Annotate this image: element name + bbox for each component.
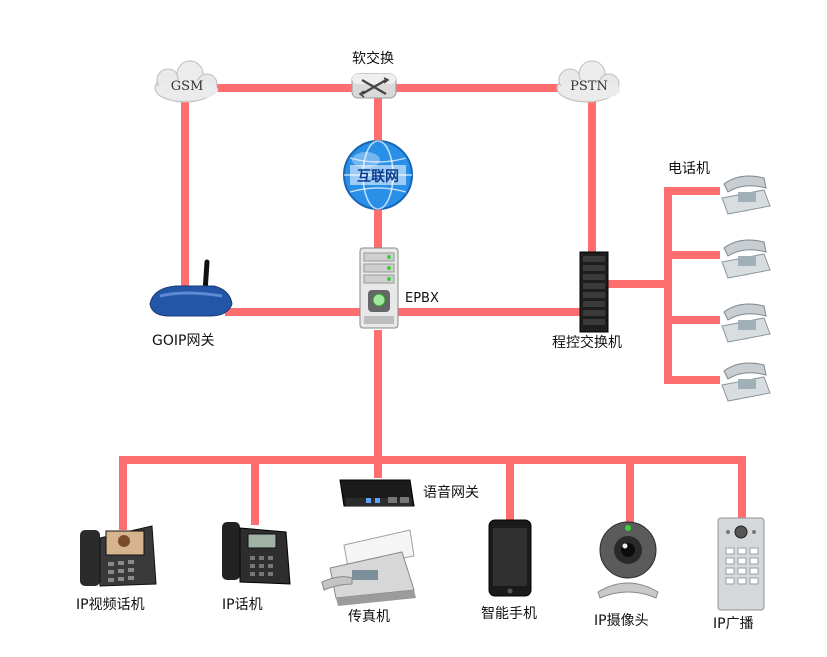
desk-phone-icon: [721, 362, 771, 402]
phone-label: 电话机: [668, 161, 710, 177]
connection-lines: [119, 84, 746, 530]
gsm-cloud-icon: GSM: [154, 60, 218, 103]
pbx-switch-label: 程控交换机: [552, 335, 622, 351]
internet-globe-icon: [343, 140, 413, 210]
smartphone-label: 智能手机: [481, 606, 537, 622]
desk-phone-icon: [721, 303, 771, 343]
goip-gateway-icon: [149, 259, 233, 317]
epbx-server-icon: [359, 247, 399, 329]
ip-camera-label: IP摄像头: [594, 613, 649, 629]
softswitch-icon: [351, 73, 397, 99]
pstn-cloud-icon: PSTN: [556, 60, 620, 103]
internet-label: 互联网: [357, 169, 399, 185]
ip-broadcast-icon: [717, 517, 765, 611]
fax-machine-icon: [321, 529, 416, 606]
ip-broadcast-label: IP广播: [713, 616, 754, 632]
ip-phone-label: IP话机: [222, 597, 263, 613]
voice-gateway-icon: [339, 479, 415, 507]
ip-video-phone-label: IP视频话机: [76, 597, 145, 613]
ip-video-phone-icon: [80, 525, 157, 587]
softswitch-label: 软交换: [352, 51, 394, 67]
fax-label: 传真机: [348, 609, 390, 625]
epbx-label: EPBX: [405, 291, 439, 306]
voice-gateway-label: 语音网关: [423, 485, 479, 501]
smartphone-icon: [488, 519, 532, 597]
desk-phone-icon: [721, 239, 771, 279]
goip-label: GOIP网关: [152, 333, 215, 349]
gsm-label: GSM: [171, 79, 204, 94]
pbx-cabinet-icon: [579, 251, 609, 333]
ip-phone-icon: [222, 522, 291, 585]
desk-phone-icon: [721, 175, 771, 215]
pstn-label: PSTN: [570, 79, 608, 94]
ip-camera-icon: [597, 521, 659, 599]
